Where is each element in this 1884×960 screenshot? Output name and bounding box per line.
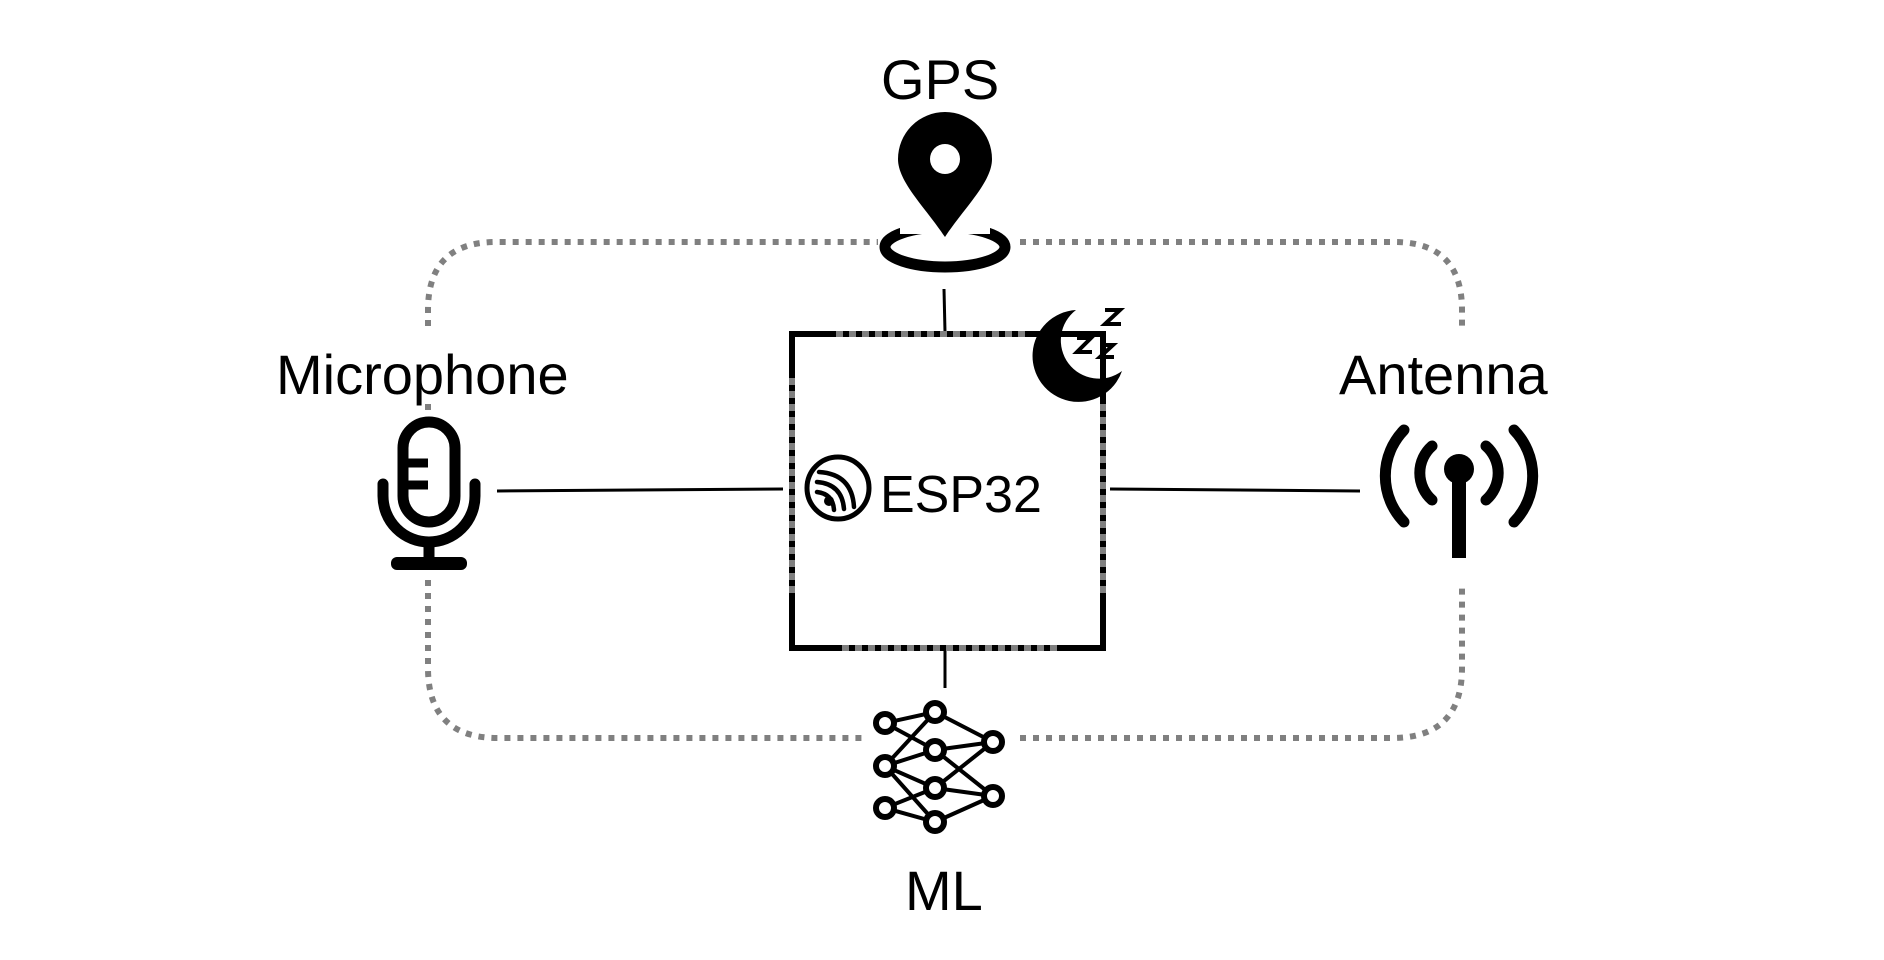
- ml-label: ML: [905, 859, 983, 922]
- connections: [496, 288, 1361, 688]
- gps-label: GPS: [881, 48, 1000, 111]
- dotted-loop-top-left: [425, 239, 878, 326]
- esp32-label: ESP32: [880, 466, 1042, 524]
- antenna-connection: [1109, 487, 1361, 493]
- dotted-loop-bottom-right: [1020, 586, 1465, 741]
- neural-network-icon: [873, 700, 1005, 834]
- antenna-icon: [1379, 424, 1539, 558]
- dotted-loop-top-right: [1020, 239, 1465, 332]
- esp32-chip: [789, 331, 1106, 651]
- espressif-logo-icon: [804, 454, 872, 522]
- antenna-label: Antenna: [1339, 343, 1548, 406]
- gps-connection: [942, 288, 947, 333]
- dotted-loop: [425, 239, 1465, 741]
- microphone-icon: [377, 416, 481, 570]
- sleep-moon-icon: [1032, 308, 1126, 402]
- map-pin-icon: [879, 112, 1011, 273]
- dotted-loop-bottom-left: [425, 580, 868, 741]
- microphone-label: Microphone: [276, 343, 569, 406]
- mic-connection: [496, 487, 784, 493]
- chip-pins: [789, 331, 1106, 651]
